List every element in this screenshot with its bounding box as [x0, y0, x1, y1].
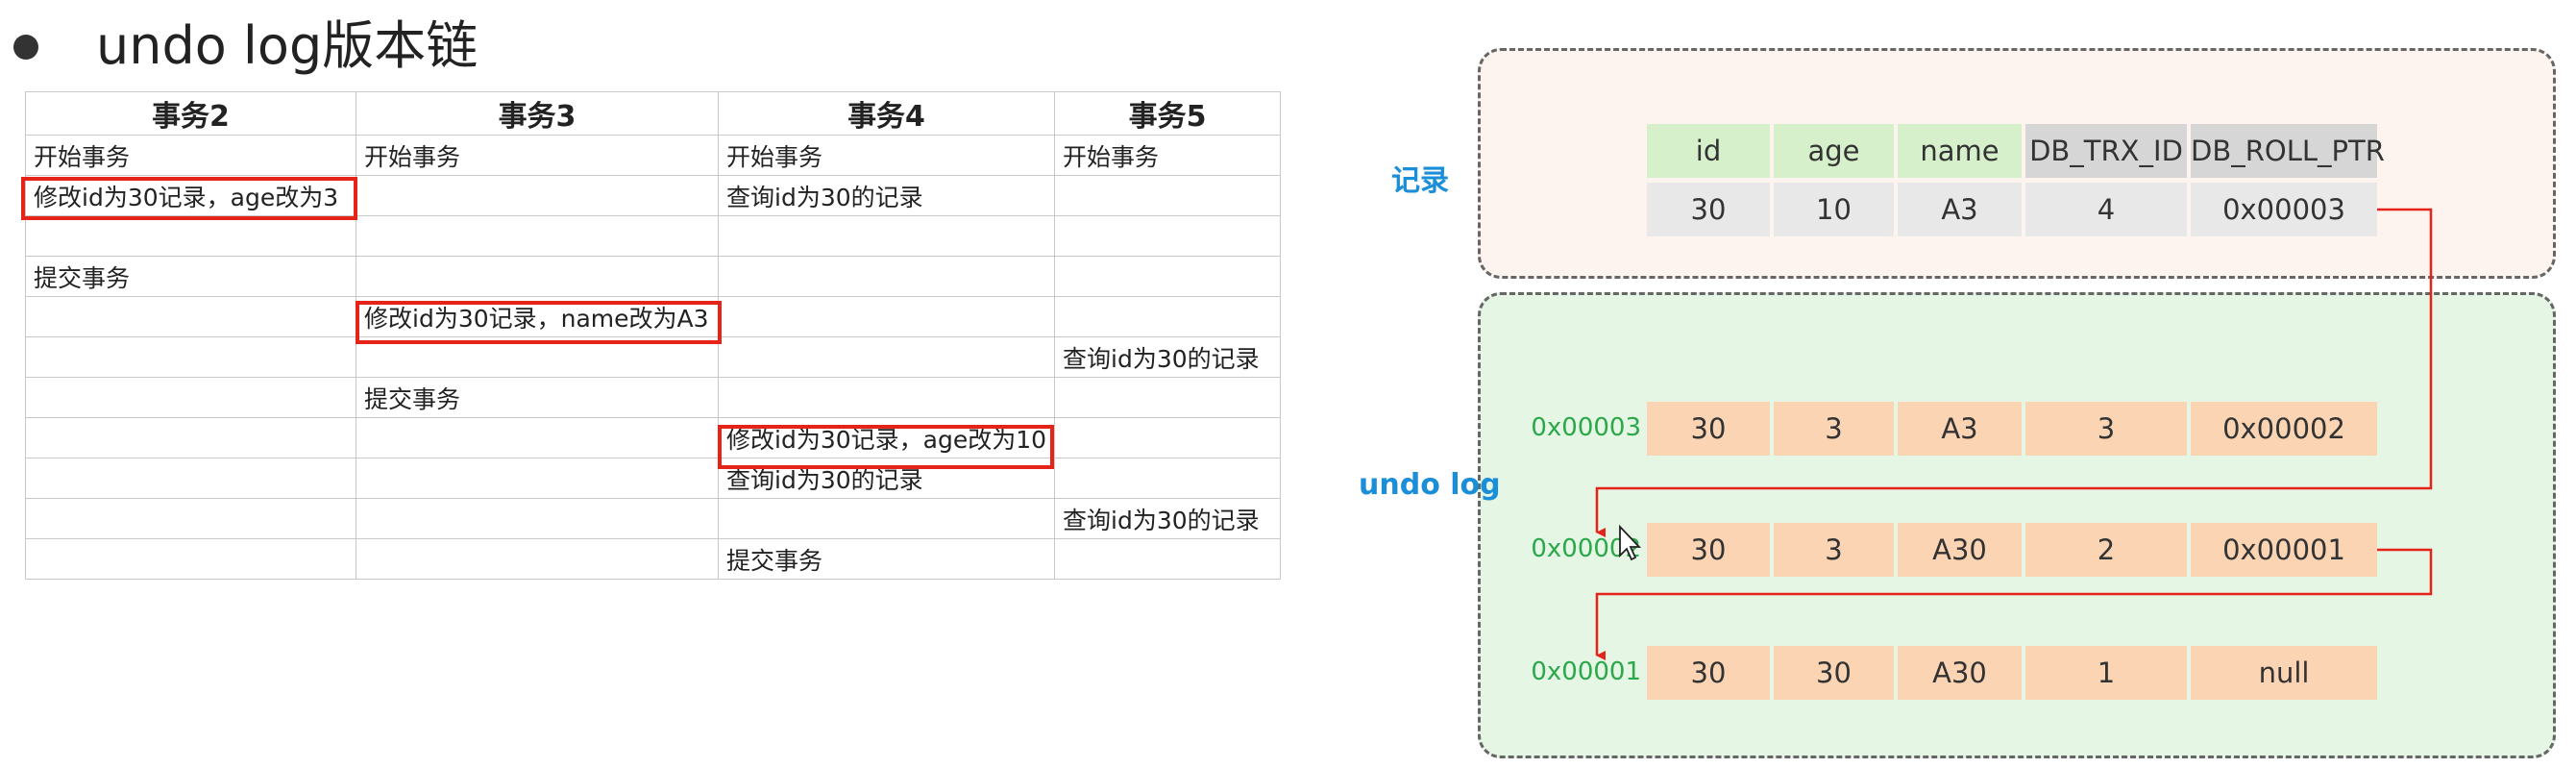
table-cell: [1054, 458, 1282, 499]
undo-address-label: 0x00001: [1531, 657, 1641, 686]
page-title: undo log版本链: [96, 15, 478, 76]
record-header-cell: DB_TRX_ID: [2025, 124, 2187, 178]
highlight-box: [356, 301, 722, 344]
table-cell: [1054, 417, 1282, 458]
table-cell: 查询id为30的记录: [717, 175, 1056, 216]
bullet-icon: [13, 35, 38, 60]
table-cell: [356, 417, 719, 458]
undo-value-cell: 3: [1774, 523, 1894, 577]
table-cell: 提交事务: [25, 256, 356, 297]
column-header: 事务3: [356, 91, 719, 136]
table-cell: [356, 215, 719, 257]
table-cell: [25, 215, 356, 257]
table-cell: 提交事务: [717, 538, 1056, 580]
table-cell: [356, 498, 719, 539]
table-cell: [717, 215, 1056, 257]
table-cell: 查询id为30的记录: [717, 458, 1056, 499]
undo-value-cell: 0x00001: [2191, 523, 2377, 577]
table-cell: 修改id为30记录，age改为3: [25, 175, 356, 216]
record-header-cell: name: [1898, 124, 2022, 178]
table-cell: [25, 377, 356, 418]
undo-address-label: 0x00002: [1531, 534, 1641, 563]
table-row: 修改id为30记录，name改为A3: [25, 296, 1282, 337]
undo-log-label: undo log: [1359, 468, 1501, 502]
table-cell: 开始事务: [1054, 135, 1282, 176]
undo-value-cell: null: [2191, 646, 2377, 700]
column-header: 事务2: [25, 91, 356, 136]
table-header-row: 事务2 事务3 事务4 事务5: [25, 91, 1282, 136]
table-cell: [717, 498, 1056, 539]
table-cell: [356, 458, 719, 499]
table-cell: [1054, 256, 1282, 297]
record-header-cell: DB_ROLL_PTR: [2191, 124, 2385, 178]
table-cell: [25, 538, 356, 580]
table-cell: [25, 417, 356, 458]
table-cell: [25, 296, 356, 337]
table-row: 提交事务: [25, 538, 1282, 580]
table-cell: [1054, 296, 1282, 337]
table-cell: 开始事务: [25, 135, 356, 176]
table-row: 开始事务开始事务开始事务开始事务: [25, 135, 1282, 176]
table-cell: [356, 256, 719, 297]
highlight-box: [21, 177, 357, 220]
table-cell: [1054, 175, 1282, 216]
table-row: [25, 215, 1282, 257]
undo-value-cell: 30: [1647, 402, 1770, 456]
table-cell: 开始事务: [356, 135, 719, 176]
record-value-cell: 0x00003: [2191, 183, 2377, 236]
highlight-box: [718, 425, 1054, 469]
table-row: 提交事务: [25, 377, 1282, 418]
record-value-cell: 10: [1774, 183, 1894, 236]
table-row: 修改id为30记录，age改为3 查询id为30的记录: [25, 175, 1282, 216]
undo-value-cell: 3: [2025, 402, 2187, 456]
table-row: 修改id为30记录，age改为10: [25, 417, 1282, 458]
undo-value-cell: 0x00002: [2191, 402, 2377, 456]
table-cell: [1054, 377, 1282, 418]
table-cell: [717, 296, 1056, 337]
table-cell: 提交事务: [356, 377, 719, 418]
table-cell: [356, 538, 719, 580]
column-header: 事务4: [717, 91, 1056, 136]
table-cell: [25, 458, 356, 499]
table-cell: [25, 336, 356, 378]
table-cell: 查询id为30的记录: [1054, 336, 1282, 378]
transaction-table: 事务2 事务3 事务4 事务5 开始事务开始事务开始事务开始事务修改id为30记…: [25, 91, 1282, 580]
record-value-cell: 30: [1647, 183, 1770, 236]
table-row: 查询id为30的记录: [25, 458, 1282, 499]
record-value-cell: A3: [1898, 183, 2022, 236]
undo-value-cell: 30: [1647, 523, 1770, 577]
record-header-cell: id: [1647, 124, 1770, 178]
table-cell: [1054, 215, 1282, 257]
undo-value-cell: 3: [1774, 402, 1894, 456]
undo-value-cell: 2: [2025, 523, 2187, 577]
record-header-cell: age: [1774, 124, 1894, 178]
table-cell: [717, 377, 1056, 418]
undo-address-label: 0x00003: [1531, 413, 1641, 442]
undo-value-cell: 30: [1647, 646, 1770, 700]
table-cell: 开始事务: [717, 135, 1056, 176]
record-label: 记录: [1391, 164, 1449, 198]
table-row: 提交事务: [25, 256, 1282, 297]
undo-value-cell: A30: [1898, 646, 2022, 700]
table-cell: 查询id为30的记录: [1054, 498, 1282, 539]
table-row: 查询id为30的记录: [25, 498, 1282, 539]
table-cell: [717, 256, 1056, 297]
table-cell: [25, 498, 356, 539]
undo-value-cell: 30: [1774, 646, 1894, 700]
undo-value-cell: A3: [1898, 402, 2022, 456]
table-cell: [1054, 538, 1282, 580]
record-value-cell: 4: [2025, 183, 2187, 236]
undo-value-cell: 1: [2025, 646, 2187, 700]
column-header: 事务5: [1054, 91, 1282, 136]
table-cell: [356, 175, 719, 216]
table-cell: [717, 336, 1056, 378]
undo-value-cell: A30: [1898, 523, 2022, 577]
